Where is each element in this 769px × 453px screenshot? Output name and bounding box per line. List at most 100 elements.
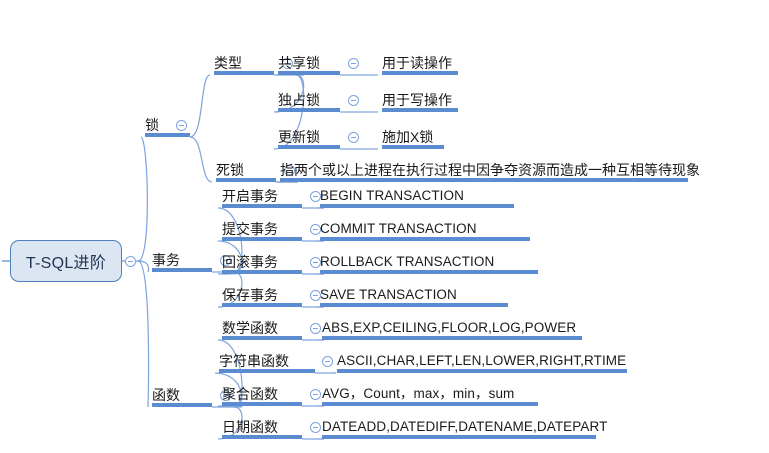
collapse-minus-icon-锁[interactable] — [176, 120, 187, 131]
root-node[interactable]: T-SQL进阶 — [10, 240, 122, 282]
node-underline-bar — [152, 403, 212, 407]
leaf-施加x锁[interactable]: 施加X锁 — [382, 127, 444, 149]
leaf-commit-transaction[interactable]: COMMIT TRANSACTION — [320, 219, 530, 241]
root-node-label: T-SQL进阶 — [25, 255, 107, 272]
node-underline-bar — [216, 178, 276, 182]
collapse-minus-icon-共享锁[interactable] — [348, 58, 359, 69]
child-label: 死锁 — [216, 162, 244, 178]
node-underline-bar — [322, 402, 538, 406]
collapse-minus-icon-死锁[interactable] — [284, 165, 295, 176]
node-underline-bar — [278, 71, 340, 75]
leaf-avg-count-max-min-sum[interactable]: AVG，Count，max，min，sum — [322, 384, 538, 406]
child-类型[interactable]: 类型 — [214, 53, 274, 75]
grandchild-label: 共享锁 — [278, 55, 320, 71]
grandchild-label: 更新锁 — [278, 129, 320, 145]
collapse-minus-icon-聚合函数[interactable] — [310, 389, 321, 400]
leaf-label: SAVE TRANSACTION — [320, 287, 457, 302]
leaf-指两个或以上进程在执行过程中因争夺资源而造成一种互相等待[interactable]: 指两个或以上进程在执行过程中因争夺资源而造成一种互相等待现象 — [280, 160, 700, 182]
leaf-label: 指两个或以上进程在执行过程中因争夺资源而造成一种互相等待现象 — [280, 162, 700, 178]
collapse-minus-icon-日期函数[interactable] — [310, 422, 321, 433]
node-underline-bar — [278, 108, 340, 112]
node-underline-bar — [278, 145, 340, 149]
child-字符串函数[interactable]: 字符串函数 — [219, 351, 315, 373]
collapse-minus-icon-函数[interactable] — [220, 390, 231, 401]
node-underline-bar — [320, 204, 514, 208]
leaf-用于写操作[interactable]: 用于写操作 — [382, 90, 458, 112]
leaf-abs-exp-ceiling-floor-log-po[interactable]: ABS,EXP,CEILING,FLOOR,LOG,POWER — [322, 318, 582, 340]
collapse-minus-icon-字符串函数[interactable] — [322, 356, 333, 367]
node-underline-bar — [219, 369, 315, 373]
leaf-label: DATEADD,DATEDIFF,DATENAME,DATEPART — [322, 419, 608, 434]
branch-label: 函数 — [152, 387, 180, 403]
child-保存事务[interactable]: 保存事务 — [222, 285, 302, 307]
collapse-minus-icon-更新锁[interactable] — [348, 132, 359, 143]
collapse-minus-icon-数学函数[interactable] — [310, 323, 321, 334]
collapse-minus-icon-root[interactable] — [125, 255, 136, 267]
leaf-ascii-char-left-len-lower-ri[interactable]: ASCII,CHAR,LEFT,LEN,LOWER,RIGHT,RTIME — [337, 351, 627, 373]
child-label: 字符串函数 — [219, 353, 289, 369]
branch-锁[interactable]: 锁 — [145, 115, 190, 137]
leaf-用于读操作[interactable]: 用于读操作 — [382, 53, 458, 75]
child-回滚事务[interactable]: 回滚事务 — [222, 252, 302, 274]
child-label: 保存事务 — [222, 287, 278, 303]
leaf-rollback-transaction[interactable]: ROLLBACK TRANSACTION — [320, 252, 538, 274]
grandchild-更新锁[interactable]: 更新锁 — [278, 127, 340, 149]
leaf-label: 用于读操作 — [382, 55, 452, 71]
node-underline-bar — [214, 71, 274, 75]
node-underline-bar — [222, 204, 302, 208]
leaf-label: BEGIN TRANSACTION — [320, 188, 464, 203]
leaf-label: AVG，Count，max，min，sum — [322, 386, 515, 401]
node-underline-bar — [222, 435, 302, 439]
collapse-minus-icon-回滚事务[interactable] — [310, 257, 321, 268]
child-label: 开启事务 — [222, 188, 278, 204]
branch-事务[interactable]: 事务 — [152, 250, 212, 272]
node-underline-bar — [222, 336, 302, 340]
leaf-save-transaction[interactable]: SAVE TRANSACTION — [320, 285, 508, 307]
child-label: 聚合函数 — [222, 386, 278, 402]
node-underline-bar — [382, 71, 458, 75]
child-label: 数学函数 — [222, 320, 278, 336]
branch-函数[interactable]: 函数 — [152, 385, 212, 407]
child-提交事务[interactable]: 提交事务 — [222, 219, 302, 241]
node-underline-bar — [382, 145, 444, 149]
child-label: 回滚事务 — [222, 254, 278, 270]
child-日期函数[interactable]: 日期函数 — [222, 417, 302, 439]
collapse-minus-icon-开启事务[interactable] — [310, 191, 321, 202]
node-underline-bar — [152, 268, 212, 272]
node-underline-bar — [145, 133, 190, 137]
node-underline-bar — [222, 303, 302, 307]
grandchild-独占锁[interactable]: 独占锁 — [278, 90, 340, 112]
node-underline-bar — [382, 108, 458, 112]
branch-label: 事务 — [152, 252, 180, 268]
child-聚合函数[interactable]: 聚合函数 — [222, 384, 302, 406]
node-underline-bar — [322, 336, 582, 340]
child-死锁[interactable]: 死锁 — [216, 160, 276, 182]
leaf-label: ROLLBACK TRANSACTION — [320, 254, 495, 269]
node-underline-bar — [222, 237, 302, 241]
collapse-minus-icon-类型[interactable] — [282, 58, 293, 69]
node-underline-bar — [320, 237, 530, 241]
grandchild-共享锁[interactable]: 共享锁 — [278, 53, 340, 75]
leaf-dateadd-datediff-datename-da[interactable]: DATEADD,DATEDIFF,DATENAME,DATEPART — [322, 417, 607, 439]
leaf-begin-transaction[interactable]: BEGIN TRANSACTION — [320, 186, 514, 208]
node-underline-bar — [320, 270, 538, 274]
leaf-label: ASCII,CHAR,LEFT,LEN,LOWER,RIGHT,RTIME — [337, 353, 627, 368]
node-underline-bar — [322, 435, 596, 439]
child-label: 日期函数 — [222, 419, 278, 435]
grandchild-label: 独占锁 — [278, 92, 320, 108]
branch-label: 锁 — [145, 117, 159, 133]
leaf-label: 施加X锁 — [382, 129, 434, 145]
collapse-minus-icon-提交事务[interactable] — [310, 224, 321, 235]
node-underline-bar — [222, 270, 302, 274]
collapse-minus-icon-保存事务[interactable] — [310, 290, 321, 301]
child-数学函数[interactable]: 数学函数 — [222, 318, 302, 340]
leaf-label: 用于写操作 — [382, 92, 452, 108]
child-开启事务[interactable]: 开启事务 — [222, 186, 302, 208]
node-underline-bar — [222, 402, 302, 406]
leaf-label: ABS,EXP,CEILING,FLOOR,LOG,POWER — [322, 320, 577, 335]
collapse-minus-icon-独占锁[interactable] — [348, 95, 359, 106]
node-underline-bar — [320, 303, 508, 307]
collapse-minus-icon-事务[interactable] — [220, 255, 231, 266]
node-underline-bar — [280, 178, 688, 182]
